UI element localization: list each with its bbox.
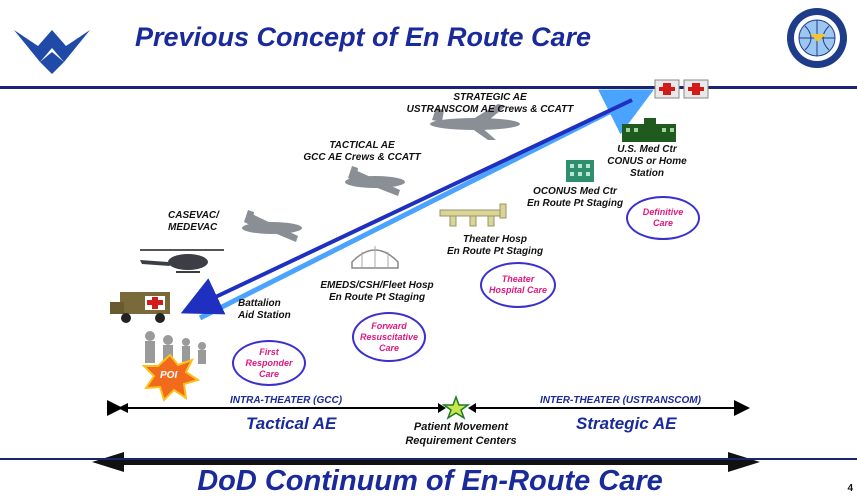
c130-aircraft-icon: [345, 166, 405, 196]
tactical-ae-label: TACTICAL AE GCC AE Crews & CCATT: [303, 140, 421, 163]
casevac-label: CASEVAC/ MEDEVAC: [168, 210, 219, 233]
emeds-tent-icon: [351, 246, 399, 269]
inter-theater-label: INTER-THEATER (USTRANSCOM): [540, 395, 701, 406]
soldiers-icon: [145, 331, 206, 365]
casevac-aircraft-icon: [242, 210, 302, 242]
theater-care-badge: Theater Hospital Care: [480, 262, 556, 308]
continuum-arrow-bar: [110, 460, 746, 465]
page-title: Previous Concept of En Route Care: [135, 22, 592, 52]
tactical-ae-heading: Tactical AE: [246, 414, 337, 433]
oconus-label: OCONUS Med Ctr En Route Pt Staging: [526, 186, 624, 209]
c17-aircraft-icon: [430, 104, 520, 140]
battalion-label: Battalion Aid Station: [238, 298, 291, 321]
bottom-rule: [0, 458, 857, 460]
first-responder-badge: First Responder Care: [232, 340, 306, 386]
us-medctr-label: U.S. Med Ctr CONUS or Home Station: [607, 144, 687, 179]
intra-theater-label: INTRA-THEATER (GCC): [230, 395, 343, 406]
return-arrow: [180, 98, 633, 315]
strategic-ae-label: STRATEGIC AE USTRANSCOM AE Crews & CCATT: [406, 92, 574, 115]
medevac-cross-icons: [654, 79, 709, 99]
us-medctr-building-icon: [622, 118, 676, 142]
theater-hosp-label: Theater Hosp En Route Pt Staging: [446, 234, 544, 257]
emeds-label: EMEDS/CSH/Fleet Hosp En Route Pt Staging: [320, 280, 434, 303]
ambulance-icon: [110, 292, 170, 323]
forward-evac-arrow: [198, 89, 654, 321]
strategic-ae-heading: Strategic AE: [576, 414, 677, 433]
pmrc-star-icon: [441, 394, 471, 420]
air-force-logo-icon: [14, 30, 90, 74]
poi-label: POI: [160, 370, 178, 381]
continuum-arrow-right: [728, 452, 760, 472]
footer-title: DoD Continuum of En-Route Care: [197, 465, 663, 497]
page-number: 4: [847, 483, 853, 494]
poi-explosion-icon: [141, 353, 201, 402]
definitive-care-badge: Definitive Care: [626, 196, 700, 240]
forward-care-badge: Forward Resuscitative Care: [352, 312, 426, 362]
top-rule: [0, 86, 857, 89]
continuum-arrow-left: [92, 452, 124, 472]
oconus-building-icon: [566, 160, 594, 182]
amc-seal-icon: [787, 8, 847, 68]
pmrc-label: Patient Movement Requirement Centers: [405, 421, 517, 447]
helicopter-icon: [140, 249, 224, 273]
theater-hospital-icon: [439, 203, 507, 227]
